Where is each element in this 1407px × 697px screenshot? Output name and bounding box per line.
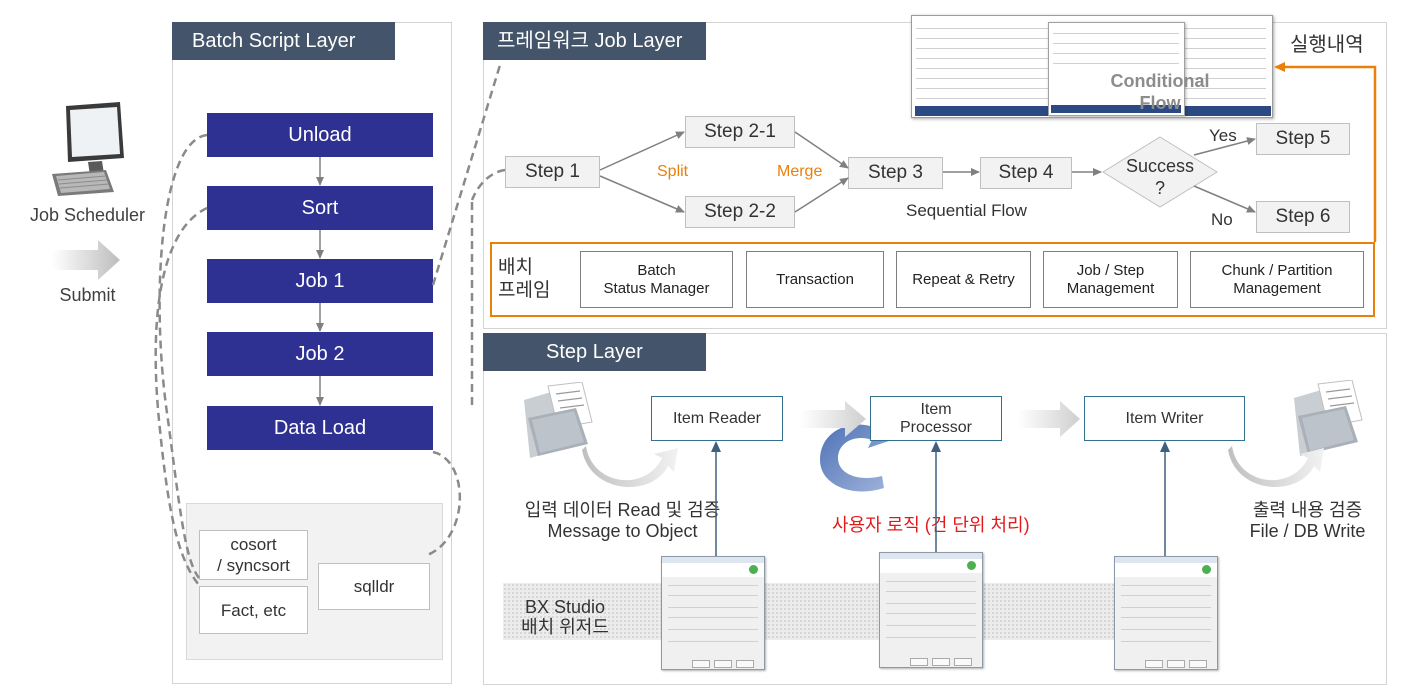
job-job1[interactable]: Job 1 xyxy=(207,259,433,303)
feature-job-step-management[interactable]: Job / Step Management xyxy=(1043,251,1178,308)
yes-label: Yes xyxy=(1209,126,1237,145)
step-layer-title: Step Layer xyxy=(483,333,706,371)
bx-studio-label: BX Studio 배치 위저드 xyxy=(521,597,609,637)
step-2-1[interactable]: Step 2-1 xyxy=(685,116,795,148)
conditional-flow-label: Conditional Flow xyxy=(1110,71,1210,113)
input-curve-arrow-icon xyxy=(582,440,682,490)
item-writer-box[interactable]: Item Writer xyxy=(1084,396,1245,441)
batch-script-layer-title: Batch Script Layer xyxy=(172,22,395,60)
step-5[interactable]: Step 5 xyxy=(1256,123,1350,155)
processor-wizard-thumbnail xyxy=(879,552,983,668)
computer-icon xyxy=(48,100,128,200)
execution-history-label: 실행내역 xyxy=(1290,34,1364,56)
submit-arrow-icon xyxy=(52,240,122,280)
job-unload[interactable]: Unload xyxy=(207,113,433,157)
submit-label: Submit xyxy=(59,285,116,305)
item-processor-box[interactable]: Item Processor xyxy=(870,396,1002,441)
input-caption: 입력 데이터 Read 및 검증 Message to Object xyxy=(524,500,721,541)
feature-batch-status-manager[interactable]: Batch Status Manager xyxy=(580,251,733,308)
success-decision-diamond[interactable] xyxy=(1102,136,1218,208)
split-label: Split xyxy=(657,163,689,180)
bx-studio-band xyxy=(503,583,1213,640)
job-job2[interactable]: Job 2 xyxy=(207,332,433,376)
writer-wizard-thumbnail xyxy=(1114,556,1218,670)
output-curve-arrow-icon xyxy=(1228,440,1328,490)
item-reader-box[interactable]: Item Reader xyxy=(651,396,783,441)
job-sort[interactable]: Sort xyxy=(207,186,433,230)
success-decision-label: Success ? xyxy=(1125,156,1195,198)
sequential-flow-label: Sequential Flow xyxy=(906,201,1027,220)
reader-wizard-thumbnail xyxy=(661,556,765,670)
output-folder-icon xyxy=(1288,379,1368,458)
framework-job-layer-title: 프레임워크 Job Layer xyxy=(483,22,706,60)
merge-label: Merge xyxy=(777,163,823,180)
execution-history-screenshot xyxy=(911,15,1273,118)
batch-framework-label: 배치 프레임 xyxy=(498,257,551,301)
step-6[interactable]: Step 6 xyxy=(1256,201,1350,233)
feature-chunk-partition-management[interactable]: Chunk / Partition Management xyxy=(1190,251,1364,308)
step-4[interactable]: Step 4 xyxy=(980,157,1072,189)
input-folder-icon xyxy=(518,381,598,460)
job-data-load[interactable]: Data Load xyxy=(207,406,433,450)
step-3[interactable]: Step 3 xyxy=(848,157,943,189)
output-caption: 출력 내용 검증 File / DB Write xyxy=(1249,500,1366,541)
tool-fact: Fact, etc xyxy=(199,586,308,634)
step-2-2[interactable]: Step 2-2 xyxy=(685,196,795,228)
tool-sqlldr: sqlldr xyxy=(318,563,430,610)
job-scheduler-label: Job Scheduler xyxy=(29,205,146,225)
no-label: No xyxy=(1211,210,1233,229)
step-1[interactable]: Step 1 xyxy=(505,156,600,188)
feature-transaction[interactable]: Transaction xyxy=(746,251,884,308)
feature-repeat-retry[interactable]: Repeat & Retry xyxy=(896,251,1031,308)
logic-caption: 사용자 로직 (건 단위 처리) xyxy=(832,515,1030,535)
tool-cosort: cosort / syncsort xyxy=(199,530,308,580)
